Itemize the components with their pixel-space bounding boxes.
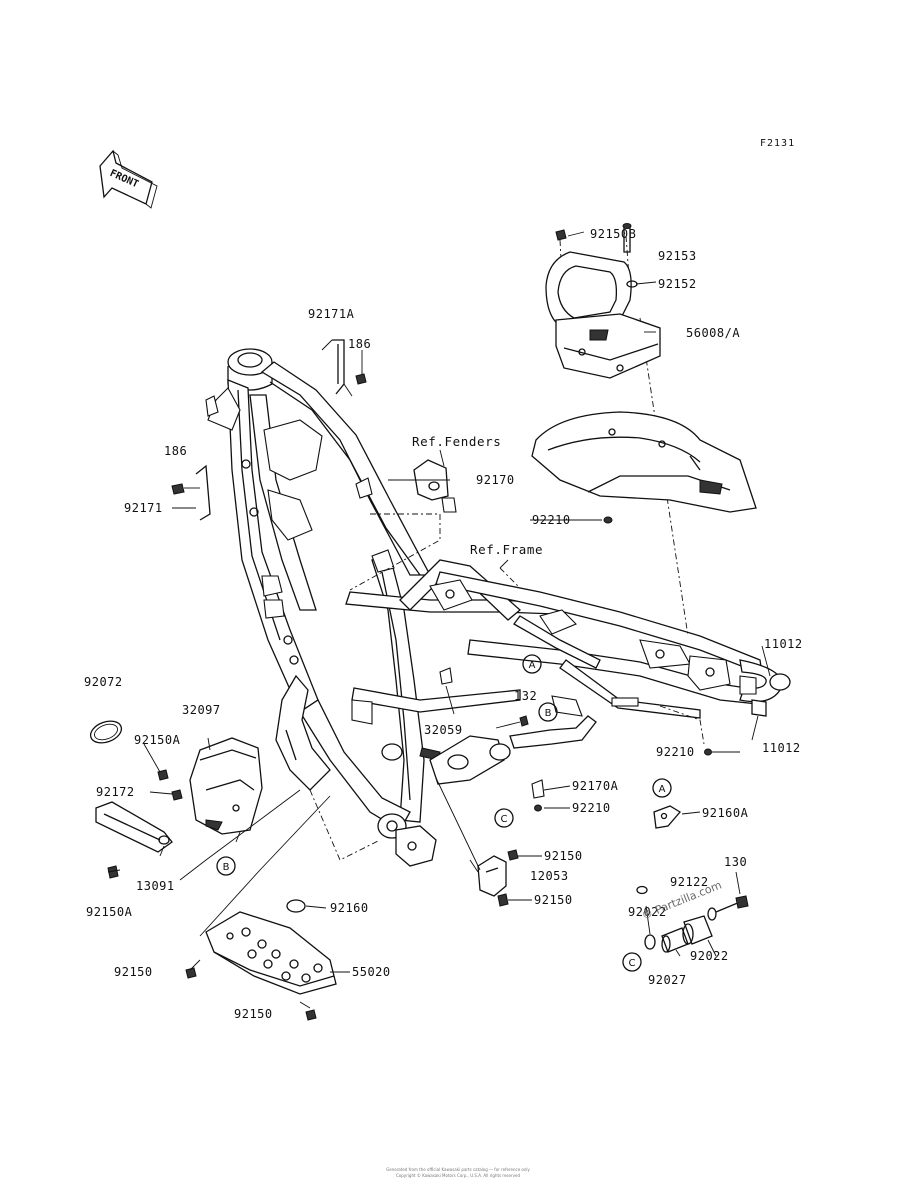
part-label-13091: 13091 bbox=[136, 879, 175, 893]
fender-cover bbox=[531, 411, 757, 513]
diagram-code: F2131 bbox=[760, 138, 795, 149]
clamp-92072 bbox=[89, 720, 123, 744]
part-label-92022-right: 92022 bbox=[690, 949, 729, 963]
part-label-92152: 92152 bbox=[658, 277, 697, 291]
callout-b-cover-letter: B bbox=[223, 862, 230, 873]
part-label-92150A-top: 92150A bbox=[134, 733, 181, 747]
callout-a-frame: A bbox=[522, 654, 542, 674]
callout-a-clamp-letter: A bbox=[659, 784, 666, 795]
part-label-92122: 92122 bbox=[670, 875, 709, 889]
callout-c-spacer: C bbox=[622, 952, 642, 972]
part-label-92172: 92172 bbox=[96, 785, 135, 799]
part-label-130: 130 bbox=[724, 855, 747, 869]
part-label-186-left: 186 bbox=[164, 444, 187, 458]
frame-assembly bbox=[205, 348, 791, 867]
part-label-92210-low: 92210 bbox=[572, 801, 611, 815]
plate-13091 bbox=[95, 801, 173, 853]
part-label-56008A: 56008/A bbox=[686, 326, 740, 340]
part-label-32097: 32097 bbox=[182, 703, 221, 717]
part-label-11012-right: 11012 bbox=[764, 637, 803, 651]
guide-92171A bbox=[332, 339, 367, 395]
part-label-92150B: 92150B bbox=[590, 227, 636, 241]
callout-b-frame-letter: B bbox=[545, 708, 552, 719]
part-label-11012-lower: 11012 bbox=[762, 741, 801, 755]
part-label-92150-mid: 92150 bbox=[544, 849, 583, 863]
part-label-92160A: 92160A bbox=[702, 806, 749, 820]
part-label-92072: 92072 bbox=[84, 675, 123, 689]
bolt-92153 bbox=[622, 223, 632, 253]
part-label-92160: 92160 bbox=[330, 901, 369, 915]
part-label-92150-left: 92150 bbox=[114, 965, 153, 979]
part-label-92150A-bottom: 92150A bbox=[86, 905, 133, 919]
callout-b-cover: B bbox=[216, 856, 236, 876]
callout-c-spacer-letter: C bbox=[629, 958, 636, 969]
part-label-92150-low: 92150 bbox=[534, 893, 573, 907]
ref-fenders-label: Ref.Fenders bbox=[412, 434, 501, 449]
callout-a-clamp: A bbox=[652, 778, 672, 798]
part-label-92027: 92027 bbox=[648, 973, 687, 987]
part-label-92210-top: 92210 bbox=[532, 513, 571, 527]
part-label-92210-mid: 92210 bbox=[656, 745, 695, 759]
part-label-132: 132 bbox=[514, 689, 537, 703]
part-labels: 92150B 92153 92152 56008/A 92171A 186 18… bbox=[84, 227, 803, 1021]
callout-a-frame-letter: A bbox=[529, 660, 536, 671]
guard-56008 bbox=[545, 251, 661, 379]
part-label-92022-left: 92022 bbox=[628, 905, 667, 919]
part-label-12053: 12053 bbox=[530, 869, 569, 883]
bolt-92172 bbox=[171, 789, 183, 801]
cap-11012-lower bbox=[751, 699, 767, 717]
skid-plate-55020 bbox=[205, 911, 337, 995]
part-label-32059: 32059 bbox=[424, 723, 463, 737]
callout-c-frame-letter: C bbox=[501, 814, 508, 825]
leader-lines bbox=[107, 231, 771, 1009]
cover-32097 bbox=[189, 737, 263, 835]
bolt-92150A-bottom bbox=[107, 865, 119, 879]
bolt-92150B bbox=[555, 229, 567, 241]
part-label-92150-bottom: 92150 bbox=[234, 1007, 273, 1021]
part-label-186-top: 186 bbox=[348, 337, 371, 351]
front-direction-icon: FRONT bbox=[99, 149, 158, 209]
grommet-92210-mid bbox=[704, 748, 712, 756]
nut-92150-mid bbox=[507, 849, 519, 861]
bolt-132 bbox=[519, 715, 529, 727]
footer-line-2: Copyright © Kawasaki Motors Corp., U.S.A… bbox=[396, 1173, 520, 1178]
part-label-92170A: 92170A bbox=[572, 779, 619, 793]
ref-frame-label: Ref.Frame bbox=[470, 542, 543, 557]
grommet-92210-top bbox=[603, 516, 613, 524]
bracket-32059 bbox=[439, 667, 453, 685]
part-label-92170: 92170 bbox=[476, 473, 515, 487]
callout-c-frame: C bbox=[494, 808, 514, 828]
callout-b-frame: B bbox=[538, 702, 558, 722]
bracket-92170A bbox=[531, 779, 545, 799]
bolt-92150-bottom bbox=[305, 1009, 317, 1021]
part-label-92153: 92153 bbox=[658, 249, 697, 263]
part-label-92171: 92171 bbox=[124, 501, 163, 515]
bolt-92150-low bbox=[497, 893, 509, 907]
grommet-92210-low bbox=[534, 804, 542, 812]
mount-12053 bbox=[477, 855, 507, 897]
cap-92160 bbox=[286, 899, 306, 913]
bracket-92170 bbox=[413, 459, 457, 513]
clamp-92160A bbox=[653, 805, 681, 829]
footer-line-1: Generated from the official Kawasaki par… bbox=[386, 1167, 530, 1172]
bolt-92150A-top bbox=[157, 769, 169, 781]
part-label-55020: 55020 bbox=[352, 965, 391, 979]
spacer-set bbox=[636, 885, 749, 953]
part-label-92171A: 92171A bbox=[308, 307, 355, 321]
guide-92171 bbox=[171, 464, 211, 521]
